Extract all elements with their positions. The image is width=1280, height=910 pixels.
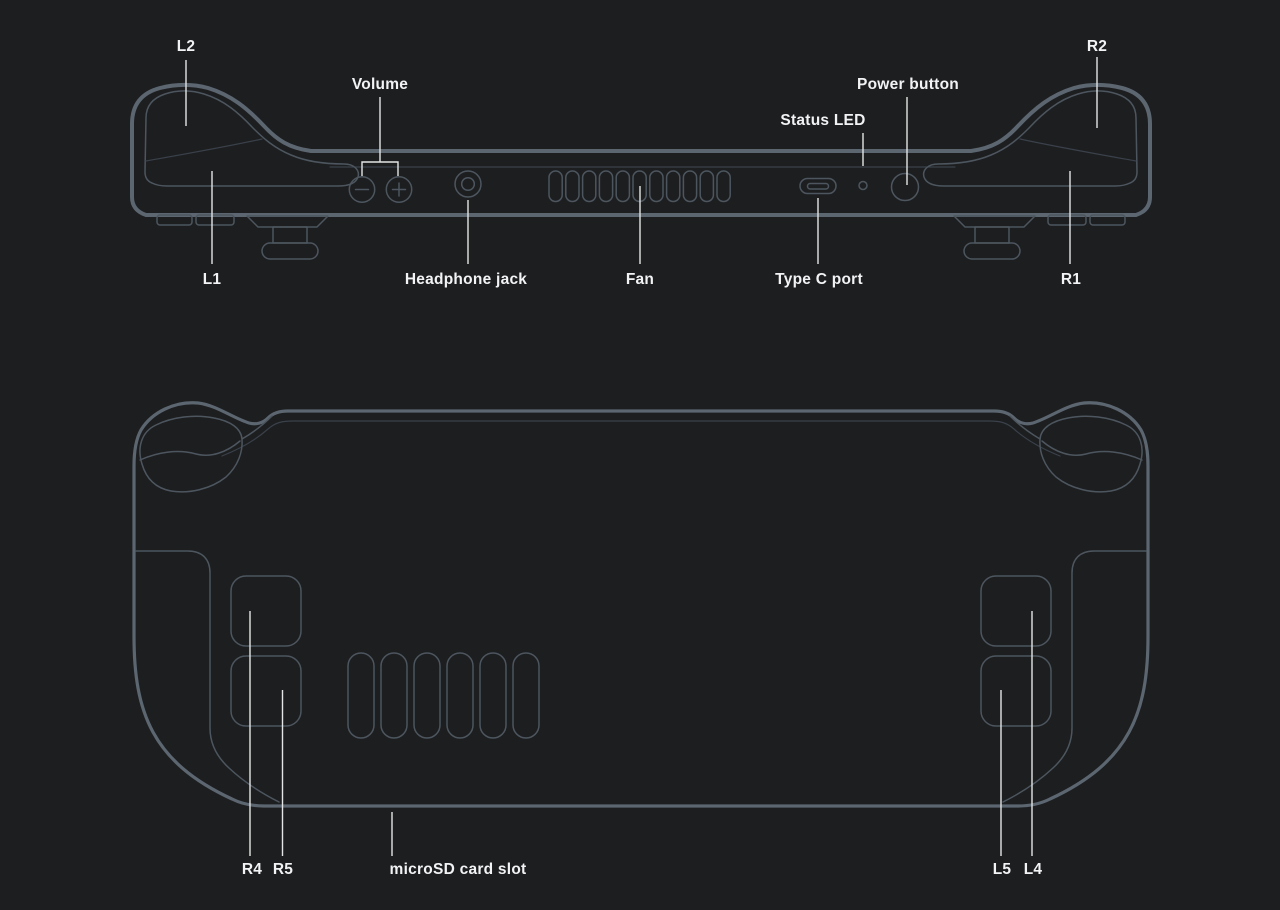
top-view-leader-lines [185,57,1098,264]
l1-bumper-outline [144,90,360,187]
l1-l2-divider-line [145,138,263,162]
fan-vent-slot [716,170,731,203]
label-l2: L2 [176,38,196,55]
label-l1: L1 [202,271,222,288]
status-led [858,180,868,191]
volume-down-button [348,176,376,203]
type-c-port-outline [799,177,837,195]
back-vent-slot [446,652,474,739]
back-left-details [135,415,302,803]
edge-button-under [156,214,193,226]
back-view [132,401,1150,856]
back-view-seam-line [221,420,1061,457]
headphone-jack-outer-ring [454,170,482,198]
left-shoulder-details [144,90,360,260]
leader-volume-bracket [361,161,399,176]
fan-vent-slot [682,170,698,203]
fan-vents [548,170,731,203]
label-type-c-port: Type C port [775,271,863,288]
back-button-upper [230,575,302,647]
fan-vent-slot [548,170,563,203]
label-headphone-jack: Headphone jack [404,271,528,288]
top-view-outline [130,83,1152,217]
label-r4: R4 [241,861,263,878]
edge-button-under [195,214,235,226]
back-vents [347,652,540,739]
grip-pocket-tip-line [241,415,273,440]
grip-pocket-swoosh [139,440,241,461]
type-c-port-slot [806,182,830,190]
label-l4: L4 [1023,861,1043,878]
back-vent-slot [347,652,375,739]
back-view-outline [132,401,1150,808]
fan-vent-slot [581,170,597,203]
thumbstick-cap [261,242,319,260]
volume-buttons [348,176,413,203]
back-button-lower [230,655,302,727]
grip-panel-boundary [135,550,280,803]
back-vent-slot [380,652,408,739]
back-view-leader-lines [249,611,1033,856]
thumbstick-stem [272,226,308,244]
label-fan: Fan [625,271,655,288]
back-vent-slot [479,652,507,739]
fan-vent-slot [699,170,715,203]
power-button [890,172,920,202]
label-volume: Volume [351,76,409,93]
label-microsd: microSD card slot [389,861,527,878]
back-vent-slot [512,652,540,739]
top-view [130,57,1152,264]
volume-up-button [385,176,413,203]
type-c-port [799,177,837,195]
thumbstick-base [246,215,329,228]
headphone-jack-inner-ring [460,176,476,192]
fan-vent-slot [565,170,580,203]
label-r2: R2 [1086,38,1108,55]
label-l5: L5 [992,861,1012,878]
label-r1: R1 [1060,271,1082,288]
back-vent-slot [413,652,441,739]
label-status-led: Status LED [780,112,866,129]
fan-vent-slot [665,170,681,203]
fan-vent-slot [615,170,631,203]
fan-vent-slot [598,170,614,203]
headphone-jack [454,170,482,198]
fan-vent-slot [649,170,664,203]
label-power-button: Power button [856,76,960,93]
label-r5: R5 [272,861,294,878]
